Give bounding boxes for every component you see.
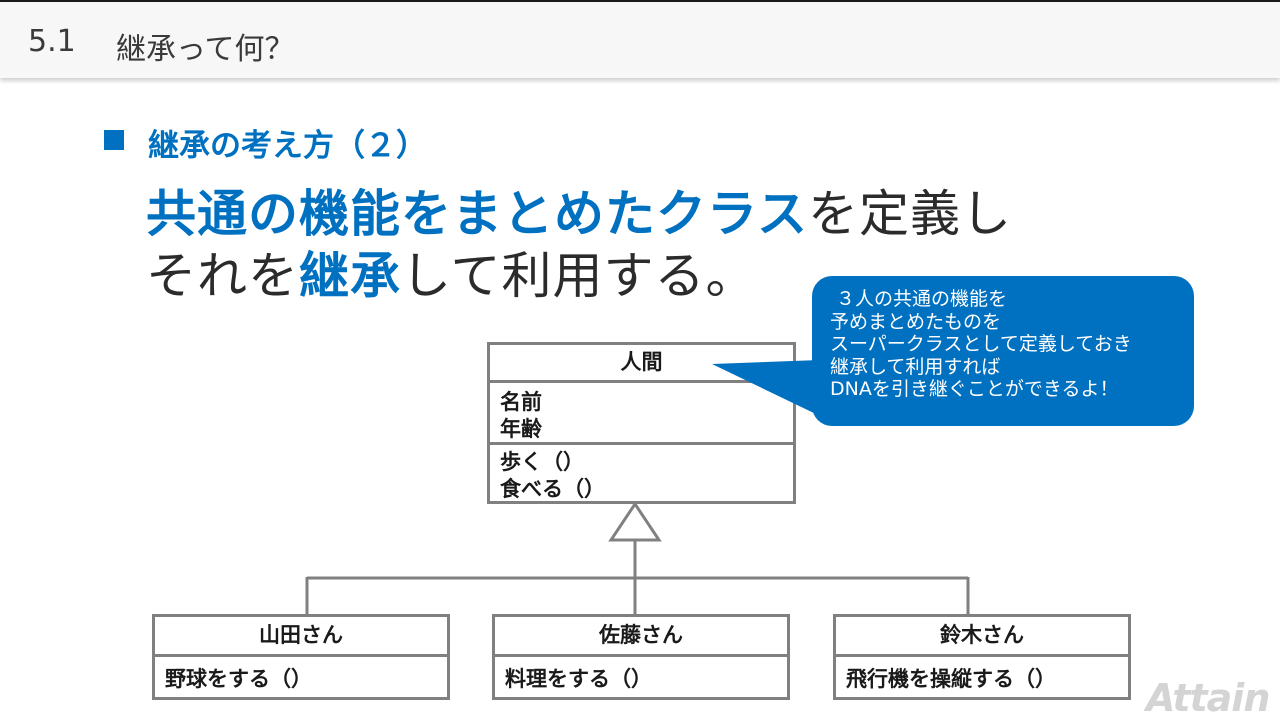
subclass-operation: 飛行機を操縦する（） (846, 667, 1056, 691)
lead-line-1: 共通の機能をまとめたクラスを定義し (146, 174, 1012, 246)
attribute-item: 年齢 (500, 417, 542, 441)
callout-line: DNAを引き継ぐことができるよ！ (830, 378, 1119, 400)
lead-line-2: それを継承して利用する。 (146, 236, 757, 308)
subclass-box-sato: 佐藤さん 料理をする（） (492, 614, 790, 700)
generalization-arrow-icon (608, 501, 662, 542)
callout-line: 継承して利用すれば (830, 355, 1001, 378)
callout-line: スーパークラスとして定義しておき (830, 333, 1132, 355)
callout-tail-icon (712, 360, 820, 416)
subclass-name: 山田さん (155, 617, 447, 657)
lead-highlight-2: 継承 (299, 247, 401, 305)
lead-highlight-1: 共通の機能をまとめたクラス (146, 185, 808, 243)
square-bullet-icon (104, 130, 124, 150)
subheading: 継承の考え方（２） (148, 128, 427, 164)
subclass-name: 佐藤さん (495, 617, 787, 657)
subclass-box-suzuki: 鈴木さん 飛行機を操縦する（） (833, 614, 1131, 700)
subclass-box-yamada: 山田さん 野球をする（） (152, 614, 450, 700)
subclass-operation: 野球をする（） (165, 667, 312, 691)
slide-header: 5.1 継承って何？ (0, 2, 1280, 78)
lead-prefix-2: それを (146, 247, 299, 305)
section-number: 5.1 (28, 24, 76, 59)
operation-item: 食べる（） (500, 477, 605, 501)
callout-line: 予めまとめたものを (830, 310, 1002, 333)
superclass-name: 人間 (490, 345, 793, 383)
subclass-operation: 料理をする（） (505, 667, 652, 691)
slide-title: 継承って何？ (116, 32, 295, 67)
superclass-operations: 歩く（） 食べる（） (490, 445, 793, 503)
top-rule (0, 0, 1280, 2)
lead-text-2: して利用する。 (401, 247, 757, 305)
superclass-attributes: 名前 年齢 (490, 383, 793, 445)
lead-text-1: を定義し (808, 185, 1012, 243)
callout-line: ３人の共通の機能を (836, 288, 1008, 310)
attain-logo: Attain (1146, 676, 1270, 720)
subclass-name: 鈴木さん (836, 617, 1128, 657)
callout-bubble: ３人の共通の機能を 予めまとめたものを スーパークラスとして定義しておき 継承し… (812, 276, 1194, 426)
attribute-item: 名前 (500, 390, 542, 414)
operation-item: 歩く（） (500, 450, 584, 474)
